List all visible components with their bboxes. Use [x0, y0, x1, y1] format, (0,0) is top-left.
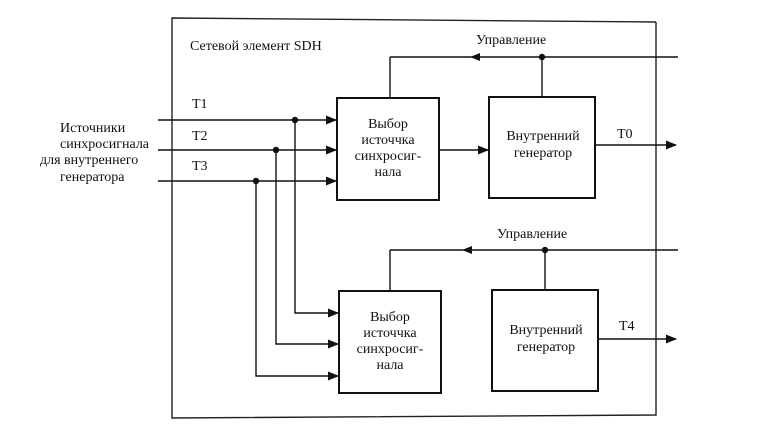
svg-text:нала: нала	[374, 165, 402, 180]
selector-box-bottom	[338, 290, 442, 394]
control-arrow-bottom	[462, 246, 472, 254]
selector-label-bottom: Выбор источчка синхросиг- нала	[357, 310, 424, 373]
network-element-frame	[171, 17, 657, 419]
svg-text:источчка: источчка	[363, 326, 417, 341]
svg-text:синхросиг-: синхросиг-	[355, 149, 422, 164]
selector-box-top	[336, 97, 440, 201]
svg-text:для внутреннего: для внутреннего	[40, 153, 138, 168]
selector-label-top: Выбор источчка синхросиг- нала	[355, 117, 422, 180]
output-label-bottom: T4	[619, 319, 635, 334]
svg-text:Внутренний: Внутренний	[509, 323, 583, 338]
control-label-bottom: Управление	[497, 227, 567, 242]
control-label-top: Управление	[476, 33, 546, 48]
branch-t2	[275, 150, 340, 349]
svg-text:генератор: генератор	[517, 340, 575, 355]
input-label-t2: T2	[192, 129, 208, 144]
svg-text:Выбор: Выбор	[370, 310, 410, 325]
generator-label-top: Внутренний генератор	[506, 129, 580, 161]
svg-text:синхросиг-: синхросиг-	[357, 342, 424, 357]
network-element-label: Сетевой элемент SDH	[190, 39, 322, 54]
sources-label: Источники синхросигнала для внутреннего …	[40, 121, 150, 185]
svg-text:Источники: Источники	[60, 121, 126, 136]
svg-text:источчка: источчка	[361, 133, 415, 148]
branch-t1	[294, 120, 340, 318]
branch-t3	[255, 181, 340, 381]
generator-label-bottom: Внутренний генератор	[509, 323, 583, 355]
input-label-t1: T1	[192, 97, 208, 112]
output-label-top: T0	[617, 127, 633, 142]
generator-box-bottom	[491, 289, 599, 392]
svg-text:генератор: генератор	[514, 146, 572, 161]
svg-text:нала: нала	[376, 358, 404, 373]
svg-text:синхросигнала: синхросигнала	[60, 137, 150, 152]
svg-text:Внутренний: Внутренний	[506, 129, 580, 144]
svg-text:Выбор: Выбор	[368, 117, 408, 132]
svg-text:генератора: генератора	[60, 170, 125, 185]
control-arrow-top	[470, 53, 480, 61]
generator-box-top	[488, 96, 596, 199]
input-label-t3: T3	[192, 159, 208, 174]
